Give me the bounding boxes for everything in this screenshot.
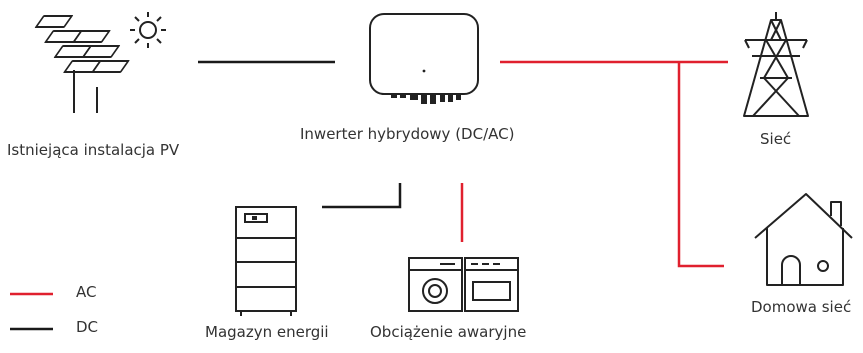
washer-oven-icon xyxy=(408,257,519,312)
ac-line-to-home xyxy=(677,62,724,268)
legend-dc-label: DC xyxy=(76,318,99,336)
dc-line-inverter-storage xyxy=(322,183,402,209)
legend-ac-label: AC xyxy=(76,283,97,301)
battery-cabinet-icon xyxy=(235,206,297,316)
power-pylon-icon xyxy=(743,12,809,117)
hybrid-inverter-icon xyxy=(369,13,479,104)
storage-label: Magazyn energii xyxy=(205,323,329,341)
dc-connections xyxy=(198,60,402,209)
solar-panels xyxy=(34,15,130,73)
pv-label: Istniejąca instalacja PV xyxy=(7,141,180,159)
legend xyxy=(10,292,53,331)
backup-label: Obciążenie awaryjne xyxy=(370,323,527,341)
ac-connections xyxy=(460,60,728,268)
home-label: Domowa sieć xyxy=(751,298,852,316)
grid-label: Sieć xyxy=(760,130,792,148)
sun-icon xyxy=(130,12,166,48)
solar-panel-sun-icon xyxy=(34,12,166,113)
inverter-label: Inwerter hybrydowy (DC/AC) xyxy=(300,125,515,143)
house-icon xyxy=(754,193,853,286)
